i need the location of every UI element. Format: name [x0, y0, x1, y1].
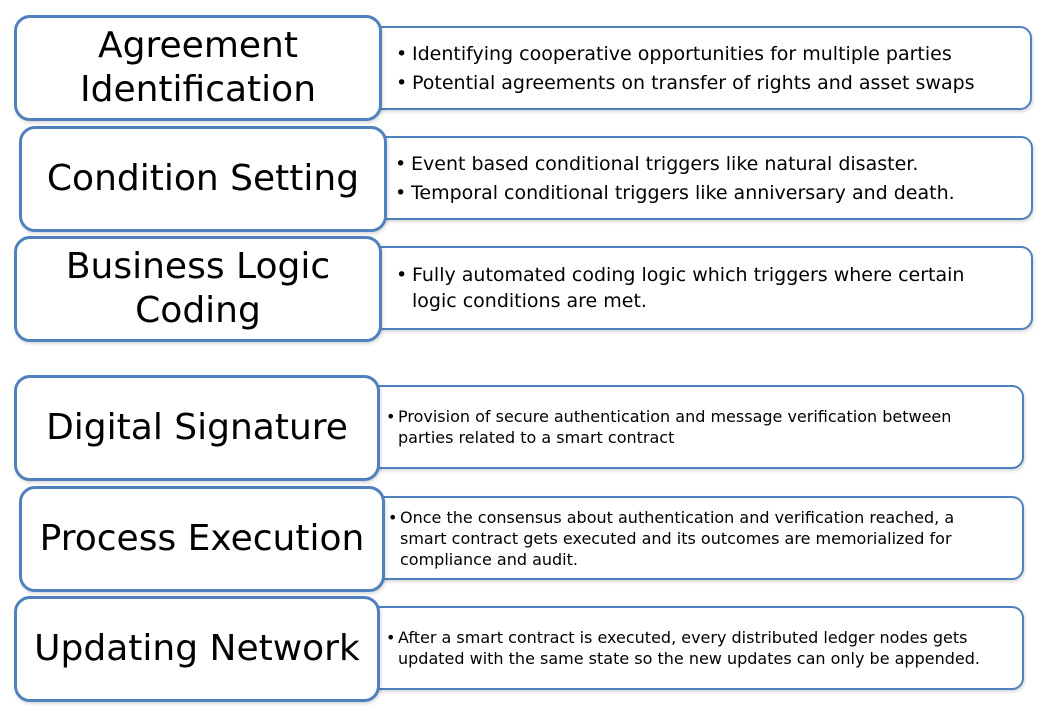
step-5-description-box: Once the consensus about authentication … — [372, 496, 1024, 580]
step-4-title-box: Digital Signature — [14, 375, 380, 481]
step-6-bullet-list: After a smart contract is executed, ever… — [386, 627, 1006, 669]
step-3-title-box: Business Logic Coding — [14, 236, 382, 342]
step-2-title: Condition Setting — [46, 158, 360, 199]
step-5-bullet-list: Once the consensus about authentication … — [388, 507, 1002, 570]
step-1-bullet-1: Identifying cooperative opportunities fo… — [394, 41, 1018, 67]
step-2-bullet-list: Event based conditional triggers like na… — [393, 148, 1019, 209]
step-5-bullet-1: Once the consensus about authentication … — [388, 507, 1002, 570]
step-4-description-box: Provision of secure authentication and m… — [368, 385, 1024, 469]
step-1-title: Agreement Identification — [79, 25, 317, 110]
step-6-description-box: After a smart contract is executed, ever… — [368, 606, 1024, 690]
step-4-title: Digital Signature — [46, 407, 348, 448]
step-3-bullet-1: Fully automated coding logic which trigg… — [394, 262, 1011, 314]
step-3-bullet-list: Fully automated coding logic which trigg… — [394, 259, 1011, 317]
step-6-title-box: Updating Network — [14, 596, 380, 702]
step-5-title: Process Execution — [39, 518, 365, 559]
step-1-title-box: Agreement Identification — [14, 15, 382, 121]
step-3-description-box: Fully automated coding logic which trigg… — [370, 246, 1033, 330]
step-2-bullet-1: Event based conditional triggers like na… — [393, 151, 1019, 177]
step-2-bullet-2: Temporal conditional triggers like anniv… — [393, 180, 1019, 206]
step-2-title-box: Condition Setting — [19, 126, 387, 232]
step-2-description-box: Event based conditional triggers like na… — [375, 136, 1033, 220]
step-6-title: Updating Network — [34, 628, 360, 669]
step-1-bullet-2: Potential agreements on transfer of righ… — [394, 70, 1018, 96]
step-3-title: Business Logic Coding — [65, 246, 331, 331]
step-1-bullet-list: Identifying cooperative opportunities fo… — [394, 38, 1018, 99]
step-4-bullet-list: Provision of secure authentication and m… — [386, 406, 1002, 448]
step-1-description-box: Identifying cooperative opportunities fo… — [370, 26, 1032, 110]
step-4-bullet-1: Provision of secure authentication and m… — [386, 406, 1002, 448]
step-5-title-box: Process Execution — [19, 486, 385, 592]
step-6-bullet-1: After a smart contract is executed, ever… — [386, 627, 1006, 669]
